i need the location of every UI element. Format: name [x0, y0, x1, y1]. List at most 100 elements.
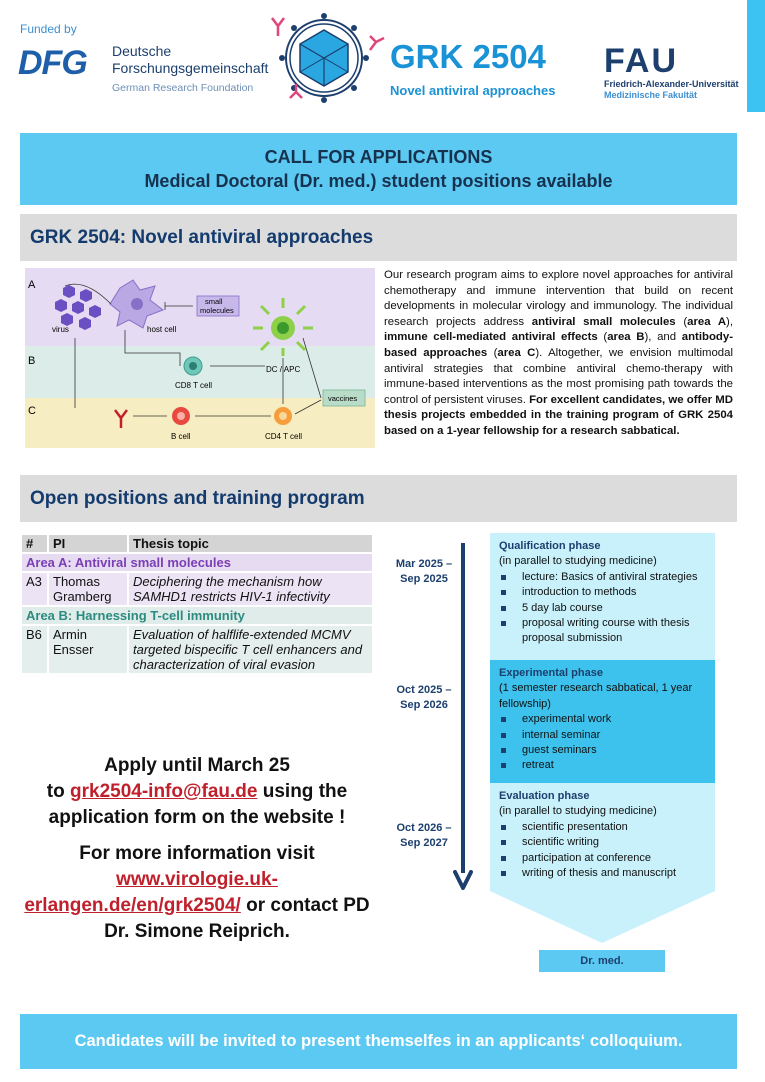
- more-info-block: For more information visit www.virologie…: [20, 841, 374, 945]
- fau-name: Friedrich-Alexander-Universität Medizini…: [604, 79, 739, 101]
- fau-faculty-line: Medizinische Fakultät: [604, 90, 698, 100]
- dfg-name-line2: Forschungsgemeinschaft: [112, 60, 269, 76]
- project-pi: Armin Ensser: [47, 624, 129, 675]
- intro-text-5: ), and: [644, 331, 682, 344]
- intro-text-6: (: [487, 346, 498, 359]
- intro-bold-3: immune cell-mediated antiviral effects: [384, 331, 598, 344]
- project-topic: Deciphering the mechanism how SAMHD1 res…: [127, 571, 374, 607]
- area-c-band: [25, 398, 375, 448]
- table-row-area-a: Area A: Antiviral small molecules: [20, 552, 374, 573]
- list-item: scientific writing: [499, 835, 706, 850]
- list-item: participation at conference: [499, 851, 706, 866]
- col-header-number: #: [20, 533, 49, 554]
- fau-name-line: Friedrich-Alexander-Universität: [604, 79, 739, 89]
- dfg-subtitle: German Research Foundation: [112, 82, 254, 94]
- intro-bold-1: antiviral small molecules: [531, 315, 676, 328]
- more-info-text: www.virologie.uk-erlangen.de/en/grk2504/…: [20, 867, 374, 945]
- phase-title: Evaluation phase: [499, 790, 590, 802]
- grk-title: GRK 2504: [390, 38, 546, 75]
- table-row: B6 Armin Ensser Evaluation of halflife-e…: [20, 624, 374, 675]
- period-1-end: Sep 2025: [400, 573, 448, 585]
- phase-items: experimental work internal seminar guest…: [499, 712, 706, 774]
- section-heading-program: GRK 2504: Novel antiviral approaches: [20, 214, 737, 261]
- cd4-label: CD4 T cell: [265, 432, 302, 441]
- dfg-name-line1: Deutsche: [112, 43, 172, 59]
- list-item: guest seminars: [499, 743, 706, 758]
- apply-to-text: to: [46, 781, 70, 802]
- phase-items: scientific presentation scientific writi…: [499, 820, 706, 882]
- website-link[interactable]: www.virologie.uk-erlangen.de/en/grk2504/: [24, 869, 278, 916]
- list-item: lecture: Basics of antiviral strategies: [499, 570, 706, 585]
- period-3: Oct 2026 – Sep 2027: [389, 821, 459, 851]
- qualification-phase: Qualification phase (in parallel to stud…: [490, 533, 715, 660]
- more-info-title: For more information visit: [79, 843, 315, 864]
- dc-apc-icon: [253, 298, 313, 356]
- dfg-name: Deutsche Forschungsgemeinschaft: [112, 43, 268, 77]
- period-1: Mar 2025 – Sep 2025: [389, 557, 459, 587]
- intro-bold-4: area B: [607, 331, 645, 344]
- apply-block: Apply until March 25 to grk2504-info@fau…: [20, 753, 374, 831]
- intro-text-4: (: [597, 331, 608, 344]
- small-molecules-label-2: molecules: [200, 306, 234, 315]
- phase-subtitle: (1 semester research sabbatical, 1 year …: [499, 682, 693, 710]
- evaluation-phase: Evaluation phase (in parallel to studyin…: [490, 783, 715, 891]
- area-a-label: A: [28, 279, 36, 291]
- intro-text-1: Our research program aims to explore nov…: [384, 269, 733, 328]
- table-row-area-b: Area B: Harnessing T-cell immunity: [20, 605, 374, 626]
- experimental-phase: Experimental phase (1 semester research …: [490, 660, 715, 783]
- phase-funnel-arrow: [490, 891, 715, 943]
- virus-label: virus: [52, 325, 69, 334]
- phase-title: Qualification phase: [499, 540, 601, 552]
- outcome-badge: Dr. med.: [539, 950, 665, 972]
- list-item: retreat: [499, 758, 706, 773]
- dfg-logo: DFG: [18, 44, 88, 82]
- funded-by-label: Funded by: [20, 22, 77, 36]
- col-header-pi: PI: [47, 533, 129, 554]
- area-c-label: C: [28, 405, 36, 417]
- period-2-start: Oct 2025 –: [396, 684, 452, 696]
- period-2: Oct 2025 – Sep 2026: [389, 683, 459, 713]
- period-3-end: Sep 2027: [400, 837, 448, 849]
- list-item: writing of thesis and manuscript: [499, 866, 706, 881]
- vaccines-label: vaccines: [328, 394, 357, 403]
- timeline-line: [461, 543, 465, 873]
- call-banner: CALL FOR APPLICATIONS Medical Doctoral (…: [20, 133, 737, 205]
- table-header-row: # PI Thesis topic: [20, 533, 374, 554]
- small-molecules-label-1: small: [205, 297, 223, 306]
- intro-bold-6: area C: [497, 346, 536, 359]
- grk-subtitle: Novel antiviral approaches: [390, 83, 556, 98]
- intro-text-3: ),: [726, 315, 734, 328]
- list-item: proposal writing course with thesis prop…: [499, 616, 706, 647]
- area-b-heading: Area B: Harnessing T-cell immunity: [20, 605, 374, 626]
- host-cell-label: host cell: [147, 325, 177, 334]
- b-cell-label: B cell: [171, 432, 191, 441]
- intro-paragraph: Our research program aims to explore nov…: [384, 268, 733, 440]
- period-1-start: Mar 2025 –: [395, 558, 453, 570]
- phase-subtitle: (in parallel to studying medicine): [499, 555, 657, 568]
- intro-bold-5: antibody-based approaches: [384, 331, 733, 359]
- footer-banner: Candidates will be invited to present th…: [20, 1014, 737, 1069]
- area-b-label: B: [28, 355, 35, 367]
- table-row: A3 Thomas Gramberg Deciphering the mecha…: [20, 571, 374, 607]
- apply-deadline: Apply until March 25: [104, 755, 290, 776]
- project-pi: Thomas Gramberg: [47, 571, 129, 607]
- list-item: experimental work: [499, 712, 706, 727]
- antibody-icon: [114, 409, 128, 428]
- list-item: scientific presentation: [499, 820, 706, 835]
- more-info-contact: or contact PD Dr. Simone Reiprich.: [104, 895, 370, 942]
- list-item: internal seminar: [499, 728, 706, 743]
- project-topic: Evaluation of halflife-extended MCMV tar…: [127, 624, 374, 675]
- phase-subtitle: (in parallel to studying medicine): [499, 805, 657, 818]
- timeline-arrow-icon: [453, 870, 473, 890]
- period-2-end: Sep 2026: [400, 699, 448, 711]
- list-item: 5 day lab course: [499, 601, 706, 616]
- col-header-topic: Thesis topic: [127, 533, 374, 554]
- period-3-start: Oct 2026 –: [396, 822, 452, 834]
- area-a-heading: Area A: Antiviral small molecules: [20, 552, 374, 573]
- email-link[interactable]: grk2504-info@fau.de: [70, 781, 258, 802]
- top-accent-bar: [747, 0, 765, 112]
- intro-bold-2: area A: [687, 315, 727, 328]
- project-id: B6: [20, 624, 49, 675]
- virus-cluster-icon: [55, 285, 101, 330]
- phase-items: lecture: Basics of antiviral strategies …: [499, 570, 706, 647]
